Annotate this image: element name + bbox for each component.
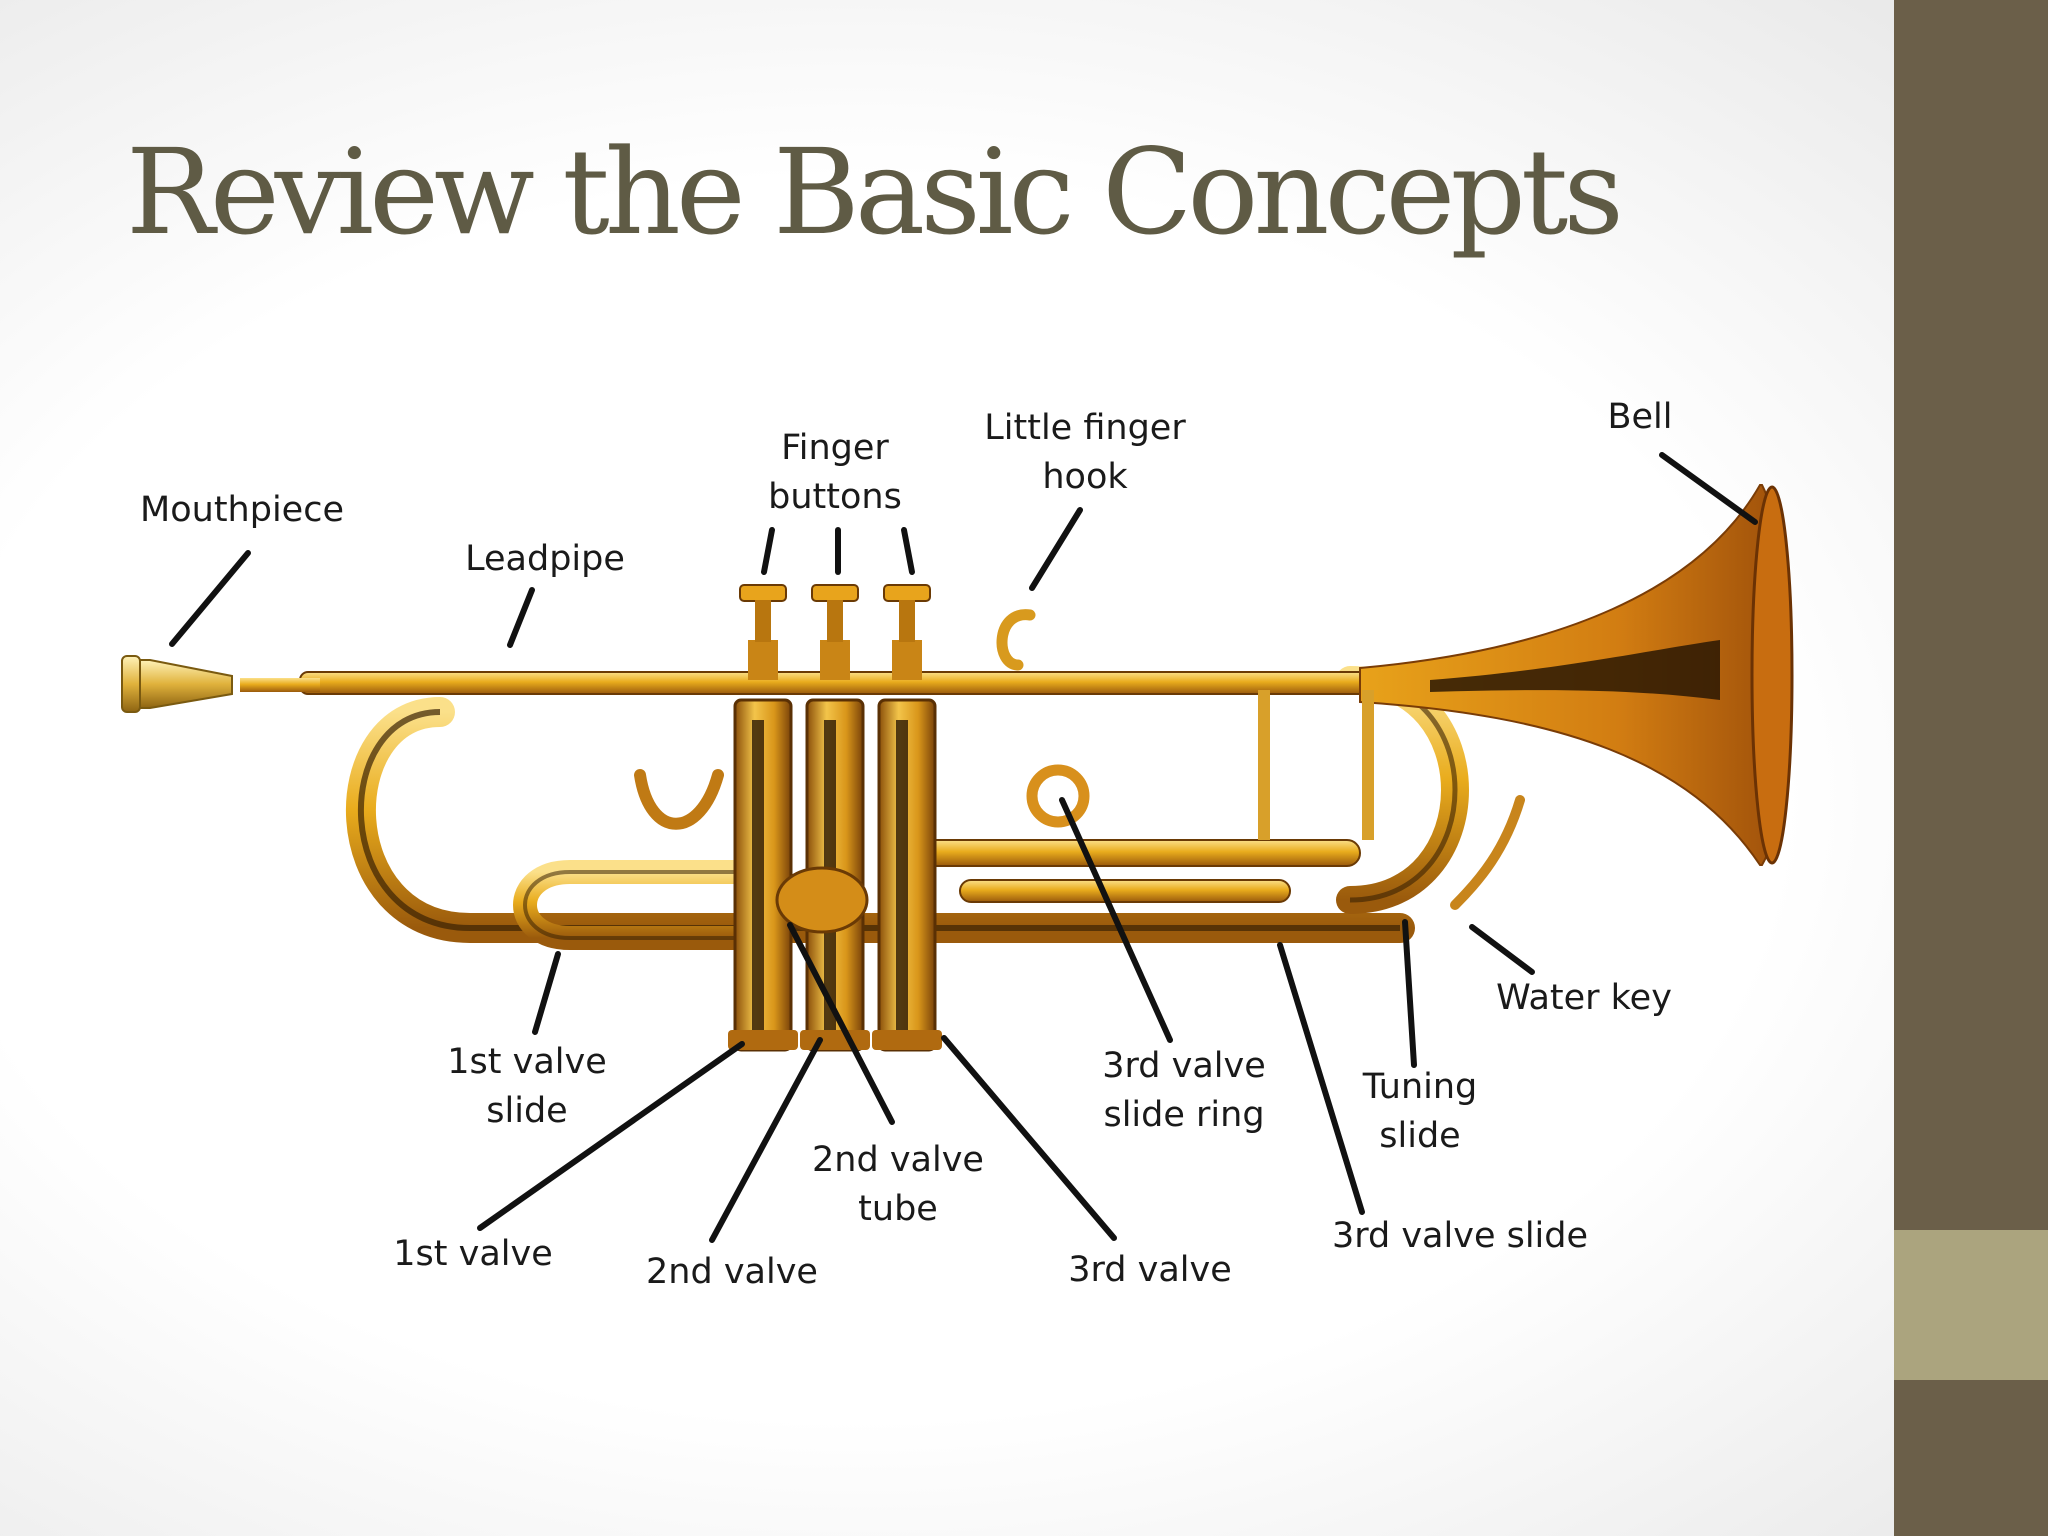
finger-buttons <box>739 584 931 680</box>
label-finger-buttons-line1: Finger <box>781 428 889 468</box>
label-little-finger-hook-line1: Little finger <box>984 408 1186 448</box>
label-tuning-slide: Tuning slide <box>1363 1063 1478 1161</box>
label-third-valve: 3rd valve <box>1068 1246 1232 1295</box>
second-valve-tube-knot <box>775 866 869 934</box>
label-first-valve-text: 1st valve <box>393 1234 553 1274</box>
side-accent <box>1894 1230 2048 1380</box>
third-valve-slide-ring <box>1026 764 1090 828</box>
label-first-valve: 1st valve <box>393 1230 552 1279</box>
label-water-key-text: Water key <box>1496 978 1672 1018</box>
label-tuning-slide-line2: slide <box>1379 1116 1461 1156</box>
label-little-finger-hook: Little finger hook <box>984 404 1185 502</box>
label-second-valve-tube-line1: 2nd valve <box>812 1140 984 1180</box>
water-key <box>1450 795 1525 910</box>
label-second-valve-tube-line2: tube <box>858 1189 938 1229</box>
label-first-valve-slide-line1: 1st valve <box>447 1042 607 1082</box>
label-tuning-slide-line1: Tuning <box>1362 1067 1478 1107</box>
label-third-valve-slide-ring-line2: slide ring <box>1103 1095 1265 1135</box>
label-finger-buttons-line2: buttons <box>768 477 902 517</box>
label-mouthpiece: Mouthpiece <box>140 486 344 535</box>
label-third-valve-slide-text: 3rd valve slide <box>1331 1216 1589 1256</box>
label-third-valve-slide-ring: 3rd valve slide ring <box>1102 1042 1266 1140</box>
label-third-valve-text: 3rd valve <box>1068 1250 1232 1290</box>
label-bell: Bell <box>1608 393 1673 442</box>
trumpet-diagram <box>121 452 1794 1243</box>
label-mouthpiece-text: Mouthpiece <box>140 490 344 530</box>
label-finger-buttons: Finger buttons <box>768 424 902 522</box>
little-finger-hook <box>996 609 1036 671</box>
label-third-valve-slide: 3rd valve slide <box>1332 1212 1588 1261</box>
label-first-valve-slide-line2: slide <box>486 1091 568 1131</box>
label-first-valve-slide: 1st valve slide <box>447 1038 606 1136</box>
label-water-key: Water key <box>1496 974 1672 1023</box>
label-little-finger-hook-line2: hook <box>1042 457 1128 497</box>
label-second-valve-tube: 2nd valve tube <box>812 1136 984 1234</box>
first-slide-thumb-hook <box>634 769 724 830</box>
third-valve-slide-tube <box>899 839 1361 867</box>
label-second-valve-text: 2nd valve <box>646 1252 818 1292</box>
mouthpiece <box>125 659 233 709</box>
leader-lines <box>169 452 1758 1243</box>
label-leadpipe: Leadpipe <box>465 535 625 584</box>
label-leadpipe-text: Leadpipe <box>465 539 625 579</box>
label-second-valve: 2nd valve <box>646 1248 818 1297</box>
label-bell-text: Bell <box>1607 397 1673 437</box>
label-third-valve-slide-ring-line1: 3rd valve <box>1102 1046 1266 1086</box>
slide-title: Review the Basic Concepts <box>126 123 1624 261</box>
